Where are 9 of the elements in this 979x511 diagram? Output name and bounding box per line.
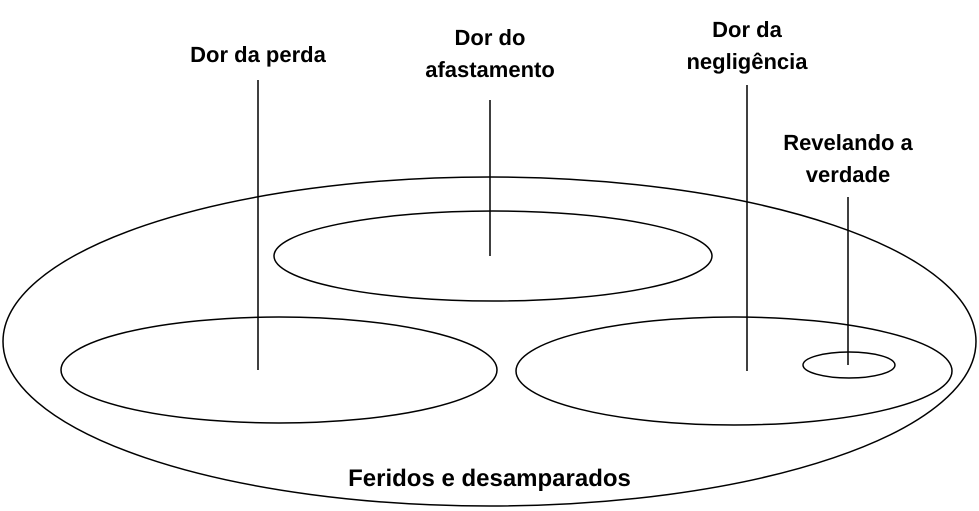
region-label: Dor da perda bbox=[189, 41, 327, 69]
leader-line bbox=[489, 100, 491, 256]
region-label: Dor da negligência bbox=[685, 16, 809, 76]
region-label: Revelando a verdade bbox=[782, 129, 914, 189]
leader-line bbox=[257, 80, 259, 370]
region-title: Feridos e desamparados bbox=[347, 464, 632, 494]
leader-line bbox=[746, 85, 748, 371]
region-label: Dor do afastamento bbox=[424, 24, 556, 84]
leader-line bbox=[847, 197, 849, 365]
